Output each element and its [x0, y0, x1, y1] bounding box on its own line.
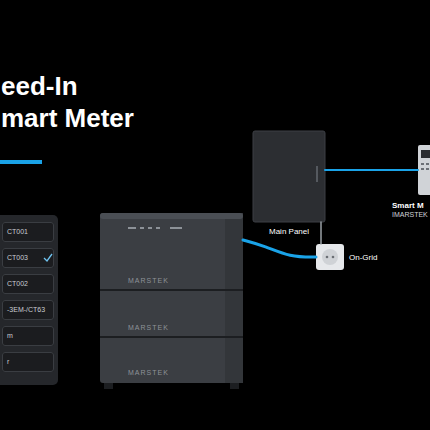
- outlet: On-Grid: [316, 244, 344, 270]
- device-option: -3EM-/CT63: [3, 301, 53, 319]
- brand-label: MARSTEK: [128, 369, 169, 376]
- app-row: m: [2, 326, 54, 346]
- device-option: m: [3, 327, 53, 345]
- main-panel-box: [253, 131, 325, 222]
- brand-label: MARSTEK: [128, 277, 169, 284]
- check-mark: [44, 254, 52, 261]
- title: eed-In mart Meter: [1, 70, 138, 134]
- app-panel: [0, 215, 58, 385]
- meter-label: IMARSTEK: [392, 211, 428, 218]
- app-row: [2, 300, 54, 320]
- app-row: CT001: [2, 222, 54, 242]
- outlet-label: On-Grid: [349, 253, 377, 262]
- battery-unit: MARSTEK MARSTEK MARSTEK: [100, 213, 243, 383]
- device-option: CT001: [3, 223, 53, 241]
- cable: [325, 169, 418, 171]
- wall-outlet: [316, 244, 344, 270]
- device-option: CT002: [3, 275, 53, 293]
- panel-label: Main Panel: [269, 227, 309, 236]
- app-row: [2, 326, 54, 346]
- app-row: [2, 222, 54, 242]
- app-row: r: [2, 352, 54, 372]
- main-panel: Main Panel: [253, 131, 325, 222]
- app-row: -3EM-/CT63: [2, 300, 54, 320]
- app-row: [2, 274, 54, 294]
- smart-meter: Smart MIMARSTEK: [418, 145, 430, 195]
- device-option: CT003: [3, 249, 53, 267]
- meter-label: Smart M: [392, 201, 424, 210]
- app-row: CT002: [2, 274, 54, 294]
- brand-label: MARSTEK: [128, 324, 169, 331]
- app-row: [2, 248, 54, 268]
- accent-bar: [0, 160, 42, 164]
- battery-stack: [100, 213, 243, 389]
- cable: [243, 240, 316, 257]
- device-option: r: [3, 353, 53, 371]
- app-row: CT003: [2, 248, 54, 268]
- smart-meter-device: [418, 145, 430, 195]
- app-row: [2, 352, 54, 372]
- cable: [320, 222, 322, 244]
